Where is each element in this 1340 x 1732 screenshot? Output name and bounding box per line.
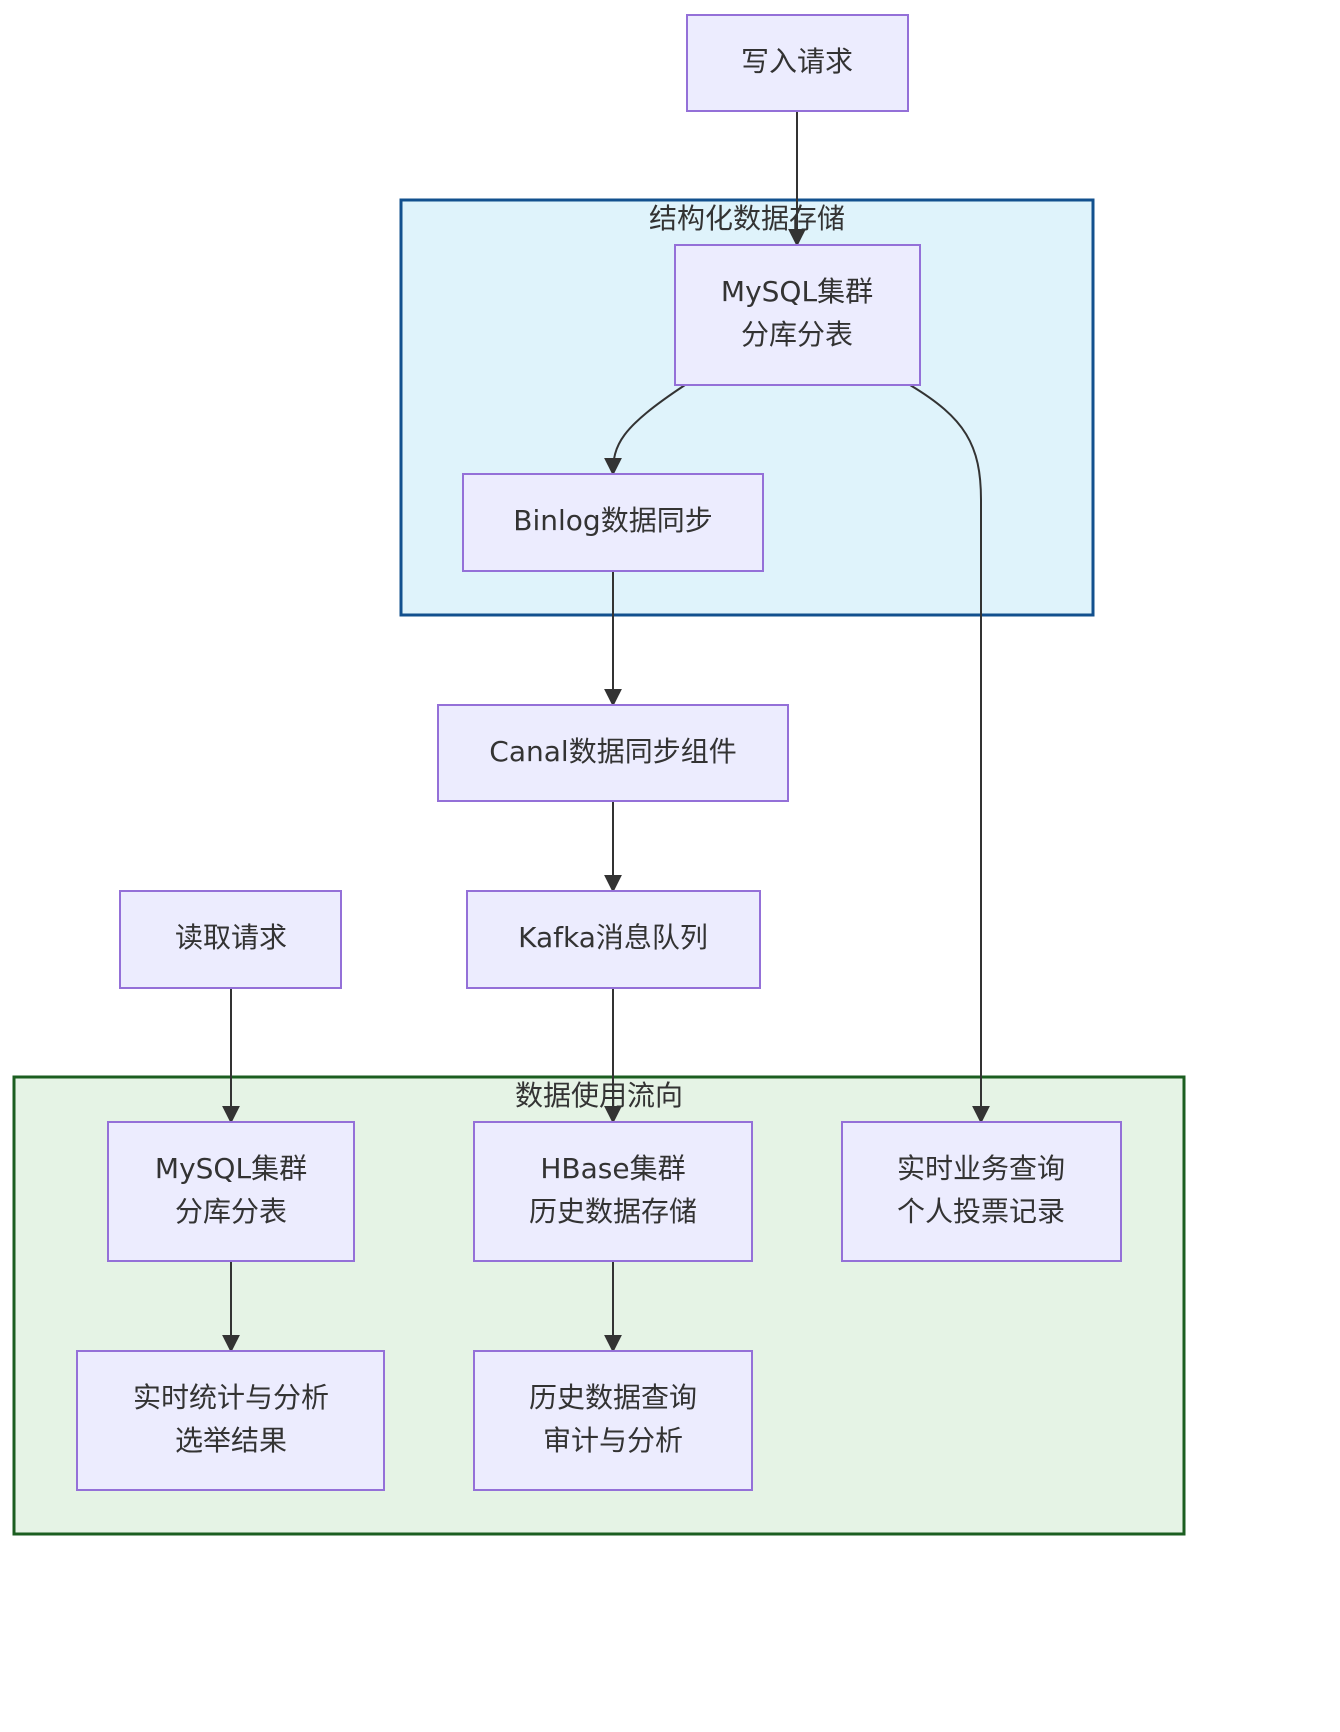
node-write-request-label: 写入请求 — [741, 45, 853, 78]
node-mysql-cluster-bottom-line-2: 分库分表 — [175, 1195, 287, 1228]
node-binlog-sync: Binlog数据同步 — [462, 473, 764, 572]
node-mysql-cluster-top: MySQL集群 分库分表 — [674, 244, 921, 386]
node-canal: Canal数据同步组件 — [437, 704, 789, 802]
node-realtime-query-line-1: 实时业务查询 — [897, 1152, 1065, 1185]
node-binlog-sync-label: Binlog数据同步 — [513, 504, 712, 537]
flowchart-diagram: 结构化数据存储 数据使用流向 写入请求 MySQL集群 分库分表 Binlog数… — [12, 14, 1186, 1536]
node-kafka: Kafka消息队列 — [466, 890, 761, 989]
node-mysql-cluster-bottom: MySQL集群 分库分表 — [107, 1121, 355, 1262]
edge-mysql-top-to-binlog — [604, 384, 686, 476]
node-read-request-label: 读取请求 — [175, 921, 287, 954]
node-hbase-cluster-line-2: 历史数据存储 — [529, 1195, 697, 1228]
node-read-request: 读取请求 — [119, 890, 342, 989]
cluster-structured-storage-title: 结构化数据存储 — [649, 202, 845, 235]
node-canal-label: Canal数据同步组件 — [489, 735, 736, 768]
node-realtime-query-line-2: 个人投票记录 — [897, 1195, 1065, 1228]
node-realtime-stats-line-1: 实时统计与分析 — [133, 1381, 329, 1414]
edge-mysql-top-to-realtime-query — [909, 384, 990, 1124]
node-history-query-line-2: 审计与分析 — [543, 1424, 683, 1457]
node-kafka-label: Kafka消息队列 — [518, 921, 708, 954]
node-realtime-query: 实时业务查询 个人投票记录 — [841, 1121, 1122, 1262]
node-history-query-line-1: 历史数据查询 — [529, 1381, 697, 1414]
edges — [222, 111, 990, 1353]
node-hbase-cluster-line-1: HBase集群 — [540, 1152, 685, 1185]
node-mysql-cluster-bottom-line-1: MySQL集群 — [155, 1152, 307, 1185]
node-realtime-stats-line-2: 选举结果 — [175, 1424, 287, 1457]
node-write-request: 写入请求 — [686, 14, 909, 112]
node-hbase-cluster: HBase集群 历史数据存储 — [473, 1121, 753, 1262]
cluster-data-usage-title: 数据使用流向 — [515, 1079, 683, 1112]
node-mysql-cluster-top-line-1: MySQL集群 — [721, 275, 873, 308]
node-history-query: 历史数据查询 审计与分析 — [473, 1350, 753, 1491]
node-mysql-cluster-top-line-2: 分库分表 — [741, 318, 853, 351]
node-realtime-stats: 实时统计与分析 选举结果 — [76, 1350, 385, 1491]
